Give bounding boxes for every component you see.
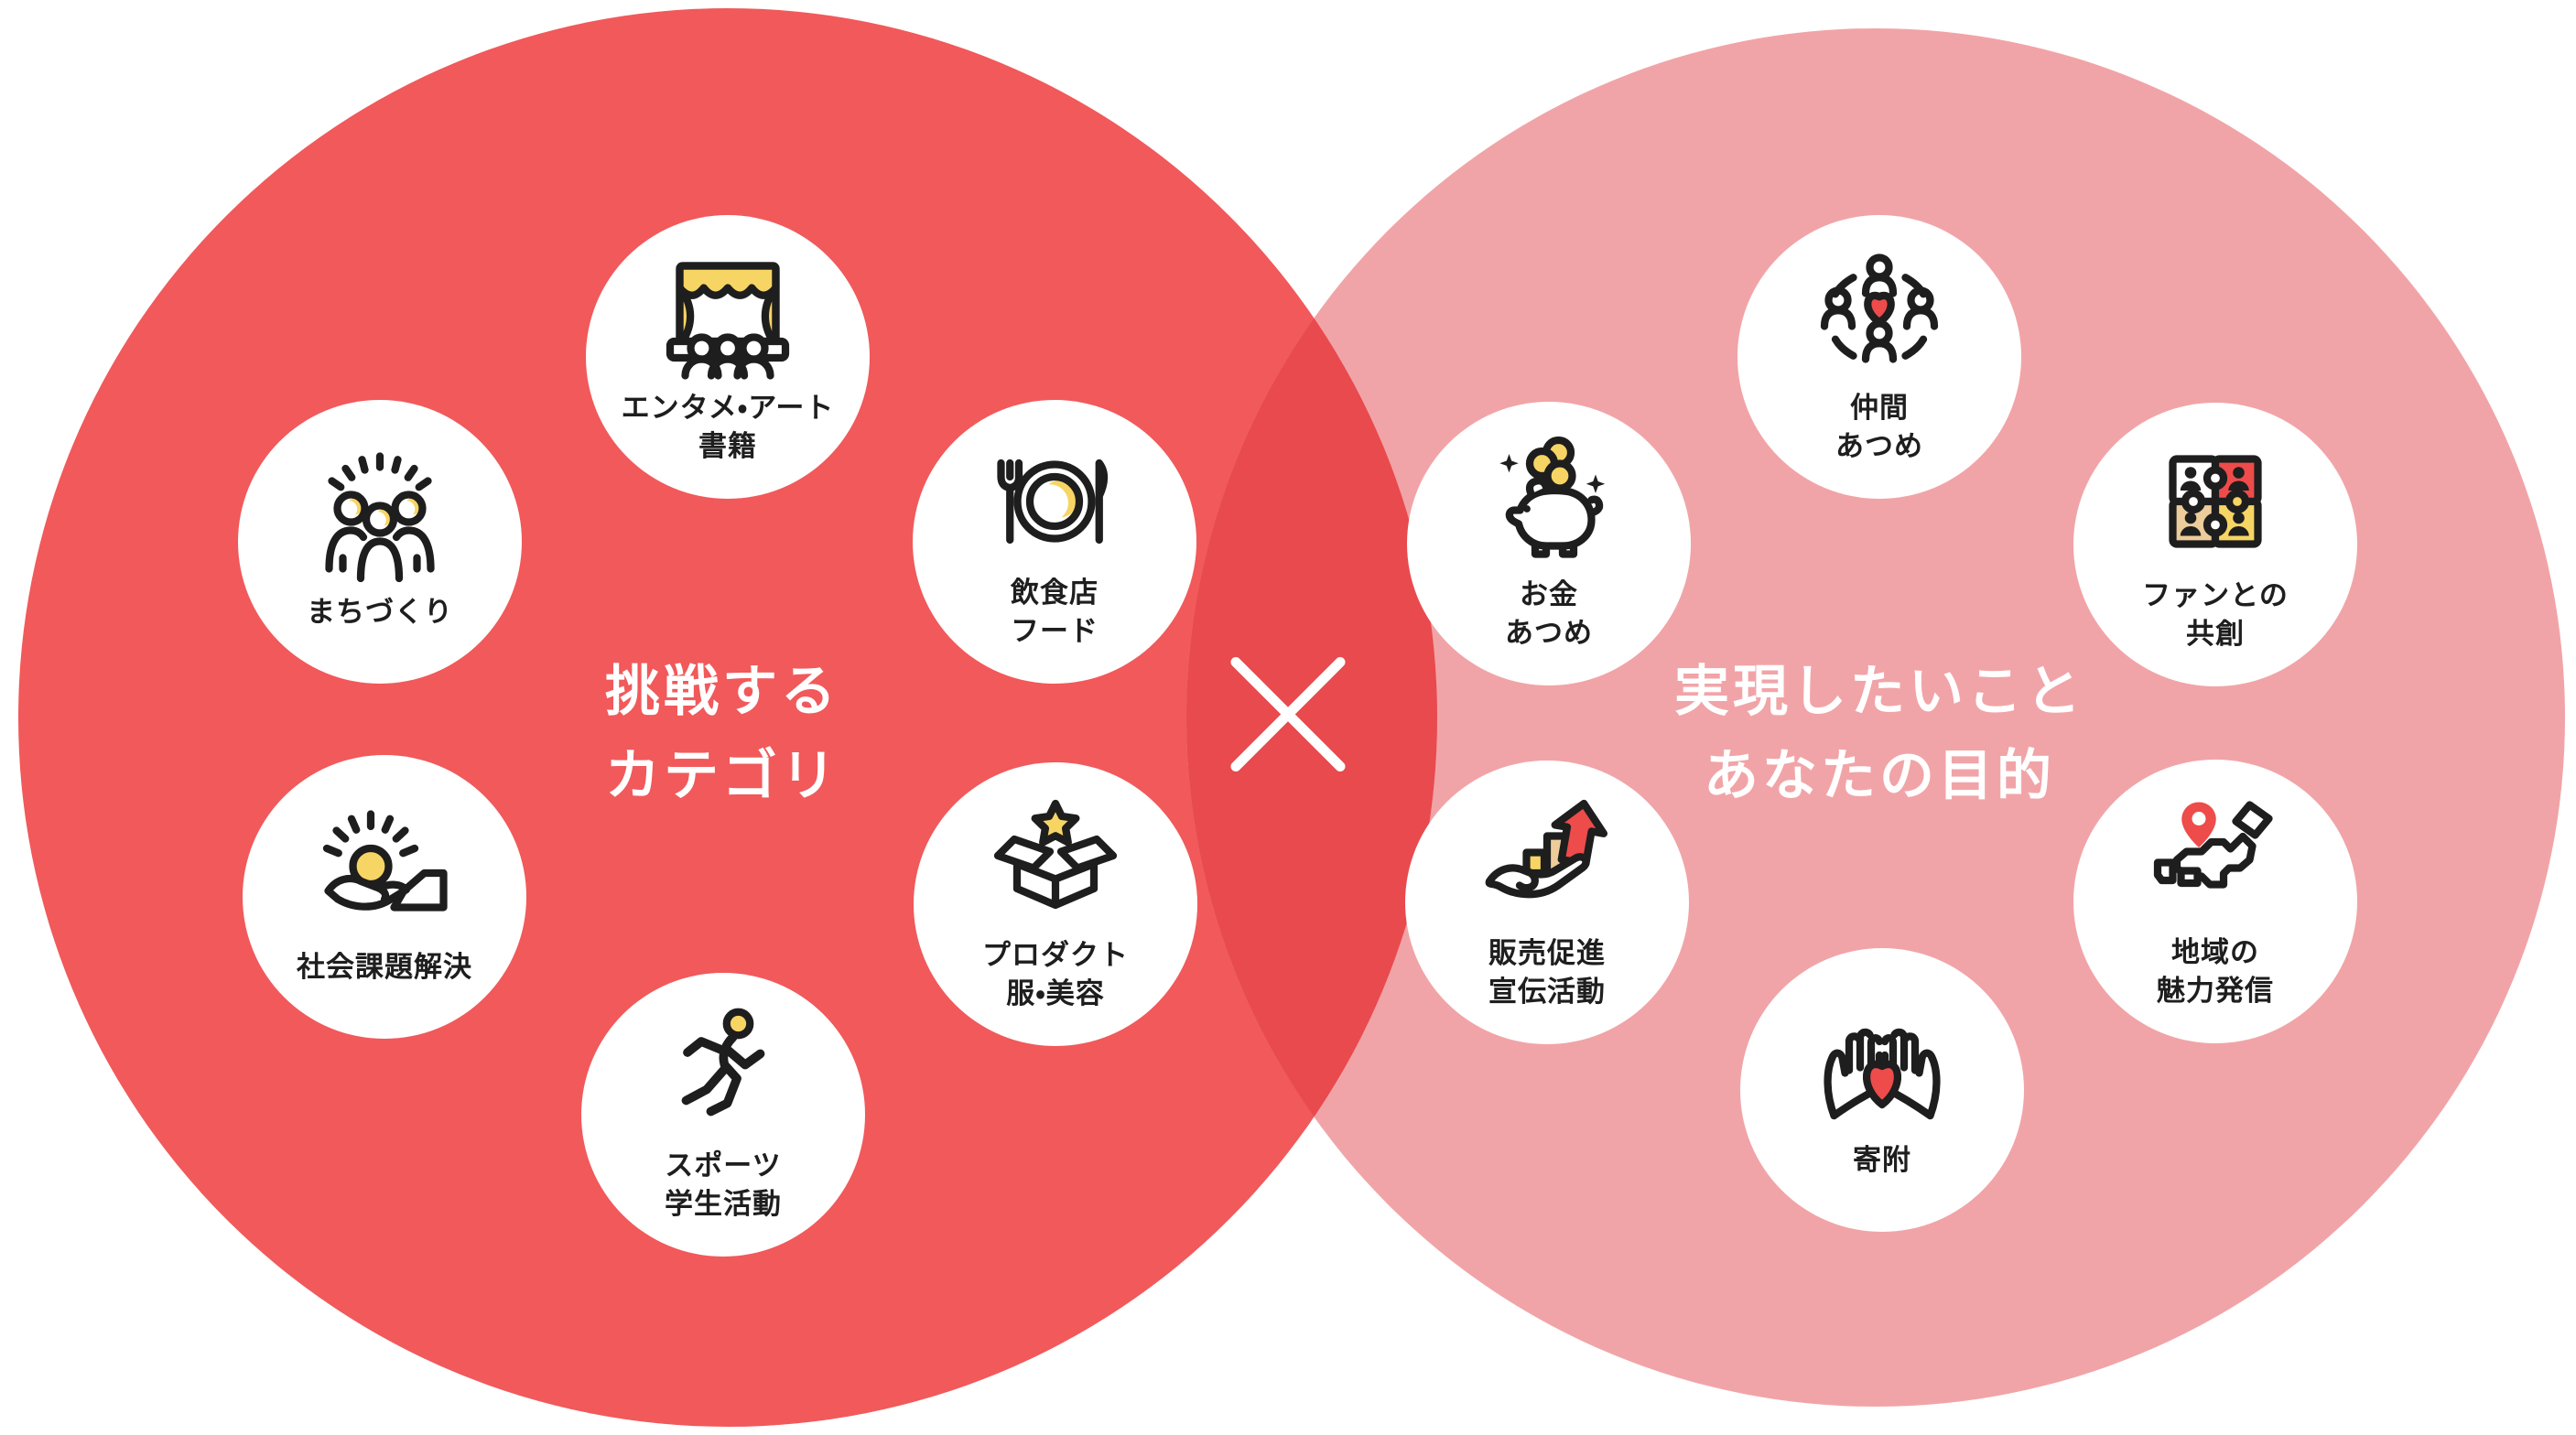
hands-heart-icon	[1813, 1000, 1951, 1138]
badge-label: エンタメ・アート書籍	[622, 389, 835, 466]
badge-label-line: エンタメ・アート	[621, 392, 835, 424]
badge-label-line: スポーツ	[665, 1149, 782, 1181]
badge-label: お金あつめ	[1505, 576, 1593, 653]
badge-label-line: 服・美容	[1006, 977, 1105, 1009]
theater-stage-icon	[659, 248, 796, 385]
badge-machizukuri: まちづくり	[238, 400, 522, 684]
badge-label-line: 飲食店	[1011, 577, 1099, 609]
plate-cutlery-icon	[986, 433, 1123, 570]
runner-icon	[655, 1006, 792, 1143]
right-circle-title-line2: あなたの目的	[1704, 745, 2055, 806]
badge-chiiki: 地域の魅力発信	[2073, 760, 2357, 1043]
badge-label: 寄附	[1853, 1141, 1911, 1180]
badge-label: プロダクト服・美容	[982, 936, 1129, 1013]
people-group-icon	[311, 452, 449, 589]
multiply-icon	[1230, 657, 1346, 771]
badge-fan: ファンとの共創	[2073, 403, 2357, 686]
badge-label-line: 地域の	[2171, 936, 2259, 968]
puzzle-pieces-icon	[2147, 436, 2284, 573]
badge-label: ファンとの共創	[2142, 577, 2289, 653]
badge-okane: お金あつめ	[1407, 402, 1691, 685]
badge-label-line: 宣伝活動	[1488, 976, 1606, 1008]
badge-label: まちづくり	[307, 593, 453, 631]
badge-shakai: 社会課題解決	[243, 755, 526, 1039]
badge-label-line: プロダクト	[982, 939, 1129, 971]
badge-label-line: ファンとの	[2142, 579, 2289, 611]
badge-product: プロダクト服・美容	[914, 762, 1197, 1046]
badge-label-line: あつめ	[1505, 617, 1593, 649]
badge-label-line: 仲間	[1850, 392, 1909, 424]
left-circle	[18, 8, 1437, 1427]
badge-label-line: 学生活動	[665, 1188, 782, 1220]
badge-kifu: 寄附	[1740, 948, 2024, 1232]
people-heart-icon	[1811, 248, 1948, 385]
badge-label: 地域の魅力発信	[2157, 933, 2274, 1010]
badge-label-line: まちづくり	[307, 596, 453, 628]
hand-sun-icon	[316, 807, 453, 944]
badge-label: 販売促進宣伝活動	[1488, 934, 1606, 1011]
badge-sports: スポーツ学生活動	[581, 973, 865, 1257]
badge-label-line: お金	[1520, 578, 1578, 610]
badge-label: 社会課題解決	[297, 948, 472, 987]
hand-chart-icon	[1478, 793, 1616, 931]
badge-label-line: 社会課題解決	[297, 951, 472, 983]
right-circle-title: 実現したいこと あなたの目的	[1674, 650, 2084, 818]
badge-label: 仲間あつめ	[1835, 389, 1923, 466]
badge-label: 飲食店フード	[1011, 574, 1099, 651]
badge-entame: エンタメ・アート書籍	[586, 215, 870, 499]
left-circle-title: 挑戦する カテゴリ	[605, 650, 839, 818]
left-circle-title-line2: カテゴリ	[605, 745, 839, 806]
badge-label-line: あつめ	[1835, 430, 1923, 462]
badge-label-line: 販売促進	[1488, 937, 1606, 969]
badge-hanbai: 販売促進宣伝活動	[1405, 761, 1689, 1044]
badge-label-line: 魅力発信	[2157, 975, 2274, 1007]
right-circle	[1186, 28, 2565, 1407]
left-circle-title-line1: 挑戦する	[605, 661, 839, 722]
badge-label: スポーツ学生活動	[665, 1147, 782, 1224]
right-circle-title-line1: 実現したいこと	[1674, 661, 2084, 722]
badge-label-line: フード	[1011, 615, 1099, 647]
badge-label-line: 寄附	[1853, 1144, 1911, 1176]
piggy-bank-icon	[1480, 435, 1618, 572]
map-pin-japan-icon	[2147, 793, 2284, 930]
badge-label-line: 書籍	[698, 430, 757, 462]
open-box-star-icon	[987, 795, 1124, 933]
badge-label-line: 共創	[2185, 618, 2245, 650]
multiply-connector	[1219, 646, 1357, 788]
badge-nakama: 仲間あつめ	[1737, 215, 2021, 499]
badge-inshoku: 飲食店フード	[913, 400, 1196, 684]
